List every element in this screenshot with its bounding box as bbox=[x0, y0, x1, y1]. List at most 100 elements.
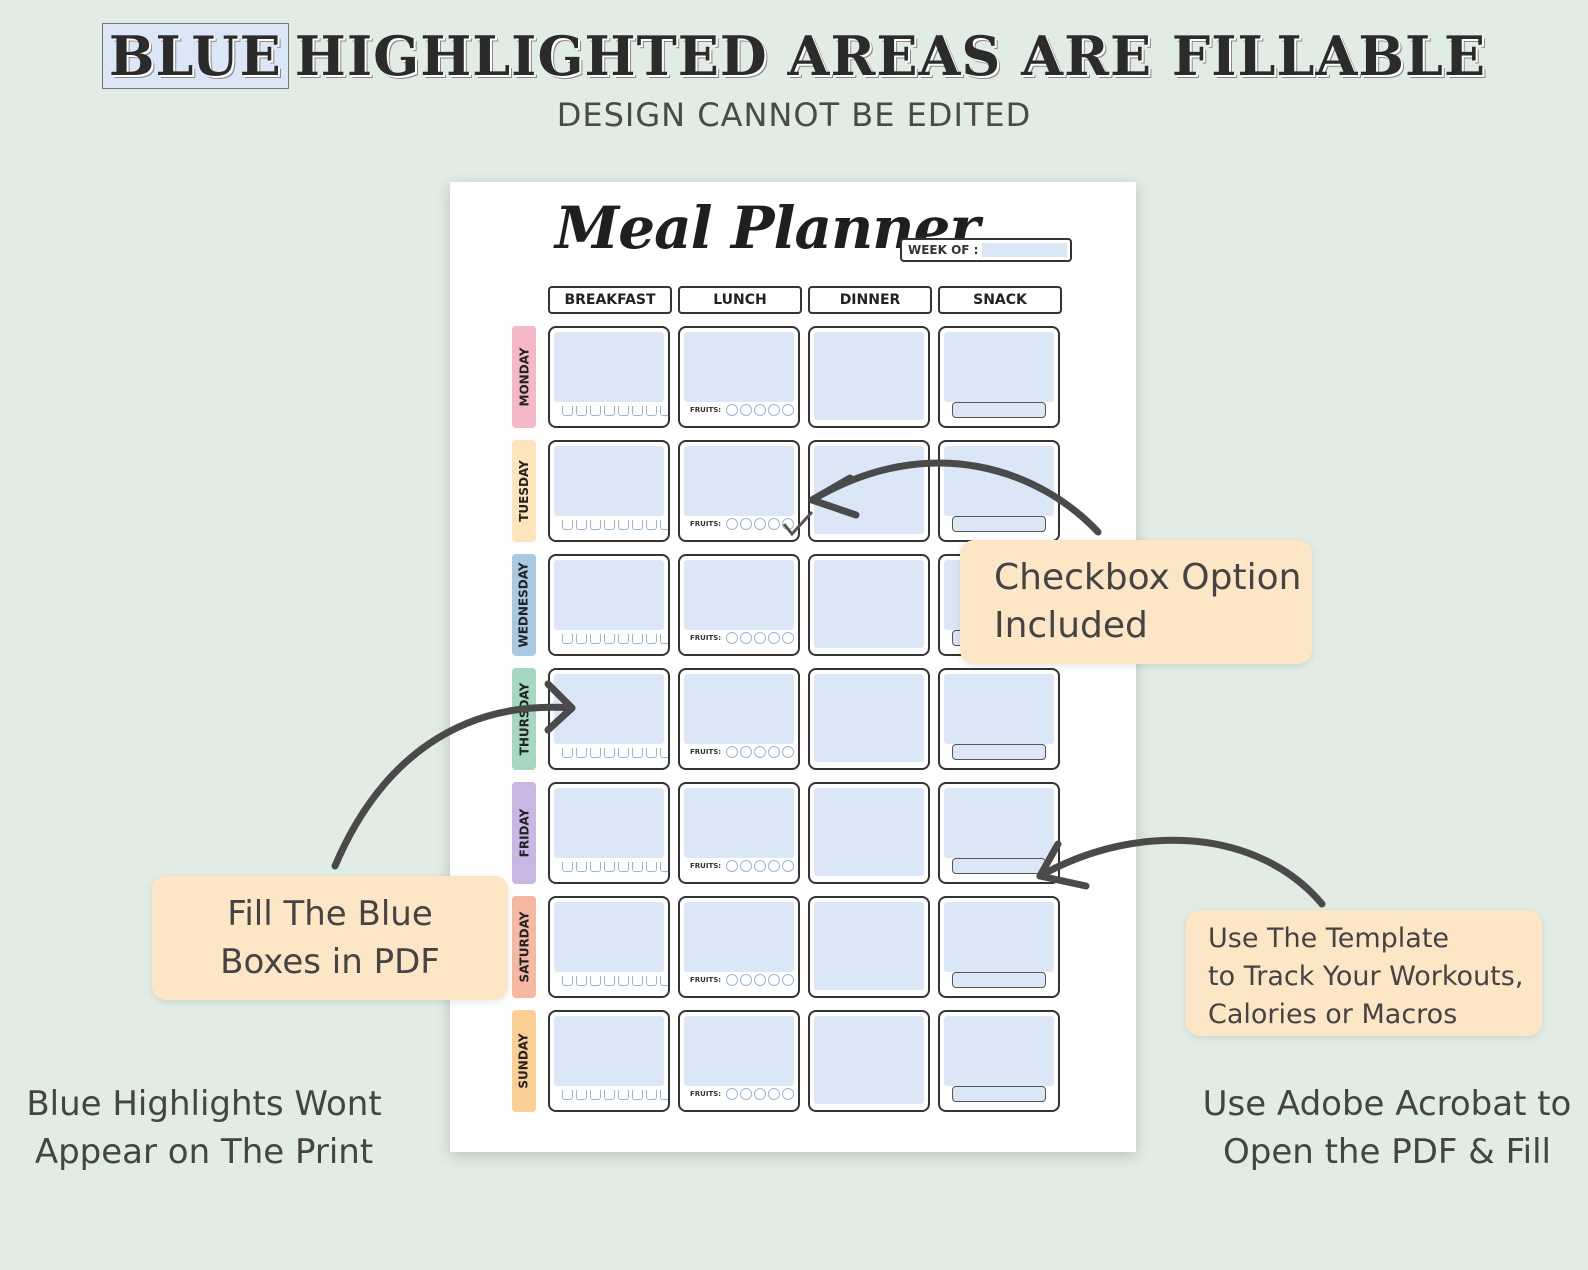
fruit-checkbox[interactable] bbox=[782, 746, 795, 758]
breakfast-fillable-area[interactable] bbox=[554, 560, 664, 630]
water-cup-icon[interactable] bbox=[646, 862, 657, 872]
dinner-fillable-area[interactable] bbox=[814, 902, 924, 990]
water-cup-icon[interactable] bbox=[562, 406, 573, 416]
dinner-fillable-area[interactable] bbox=[814, 560, 924, 648]
dinner-fillable-area[interactable] bbox=[814, 332, 924, 420]
snack-calorie-field[interactable] bbox=[952, 1086, 1046, 1102]
fruit-checkbox[interactable] bbox=[754, 404, 767, 416]
fruit-checkbox[interactable] bbox=[726, 632, 739, 644]
water-cup-icon[interactable] bbox=[632, 634, 643, 644]
snack-fillable-area[interactable] bbox=[944, 674, 1054, 744]
water-cup-icon[interactable] bbox=[618, 634, 629, 644]
water-cup-icon[interactable] bbox=[604, 1090, 615, 1100]
dinner-fillable-area[interactable] bbox=[814, 788, 924, 876]
water-cup-icon[interactable] bbox=[604, 406, 615, 416]
snack-fillable-area[interactable] bbox=[944, 788, 1054, 858]
snack-calorie-field[interactable] bbox=[952, 402, 1046, 418]
water-cup-icon[interactable] bbox=[646, 976, 657, 986]
water-cup-icon[interactable] bbox=[646, 748, 657, 758]
fruit-checkbox[interactable] bbox=[740, 974, 753, 986]
snack-calorie-field[interactable] bbox=[952, 972, 1046, 988]
fruit-checkbox[interactable] bbox=[768, 746, 781, 758]
water-cup-icon[interactable] bbox=[632, 406, 643, 416]
water-cup-icon[interactable] bbox=[618, 748, 629, 758]
water-cup-icon[interactable] bbox=[604, 520, 615, 530]
snack-calorie-field[interactable] bbox=[952, 516, 1046, 532]
breakfast-fillable-area[interactable] bbox=[554, 902, 664, 972]
water-cup-icon[interactable] bbox=[576, 406, 587, 416]
water-cup-icon[interactable] bbox=[604, 976, 615, 986]
water-cup-icon[interactable] bbox=[576, 634, 587, 644]
fruit-checkbox[interactable] bbox=[768, 974, 781, 986]
fruit-checkbox[interactable] bbox=[726, 518, 739, 530]
water-cup-icon[interactable] bbox=[660, 520, 668, 530]
water-cup-icon[interactable] bbox=[562, 976, 573, 986]
water-cup-icon[interactable] bbox=[562, 520, 573, 530]
snack-fillable-area[interactable] bbox=[944, 446, 1054, 516]
water-cup-icon[interactable] bbox=[590, 976, 601, 986]
water-cup-icon[interactable] bbox=[660, 406, 668, 416]
water-cup-icon[interactable] bbox=[618, 862, 629, 872]
water-cup-icon[interactable] bbox=[604, 748, 615, 758]
water-cup-icon[interactable] bbox=[660, 1090, 668, 1100]
fruit-checkbox[interactable] bbox=[754, 746, 767, 758]
fruit-checkbox[interactable] bbox=[754, 632, 767, 644]
fruit-checkbox[interactable] bbox=[782, 974, 795, 986]
water-cup-icon[interactable] bbox=[632, 748, 643, 758]
fruit-checkbox[interactable] bbox=[768, 632, 781, 644]
fruit-checkbox[interactable] bbox=[768, 1088, 781, 1100]
snack-fillable-area[interactable] bbox=[944, 1016, 1054, 1086]
snack-fillable-area[interactable] bbox=[944, 332, 1054, 402]
fruit-checkbox[interactable] bbox=[726, 1088, 739, 1100]
water-cup-icon[interactable] bbox=[618, 1090, 629, 1100]
water-cup-icon[interactable] bbox=[660, 862, 668, 872]
fruit-checkbox[interactable] bbox=[726, 974, 739, 986]
water-cup-icon[interactable] bbox=[562, 748, 573, 758]
breakfast-fillable-area[interactable] bbox=[554, 446, 664, 516]
lunch-fillable-area[interactable] bbox=[684, 560, 794, 630]
water-cup-icon[interactable] bbox=[632, 862, 643, 872]
fruit-checkbox[interactable] bbox=[768, 404, 781, 416]
water-cup-icon[interactable] bbox=[618, 406, 629, 416]
fruit-checkbox[interactable] bbox=[726, 746, 739, 758]
water-cup-icon[interactable] bbox=[576, 976, 587, 986]
water-cup-icon[interactable] bbox=[562, 634, 573, 644]
water-cup-icon[interactable] bbox=[590, 520, 601, 530]
fruit-checkbox[interactable] bbox=[754, 518, 767, 530]
fruit-checkbox[interactable] bbox=[768, 860, 781, 872]
lunch-fillable-area[interactable] bbox=[684, 788, 794, 858]
lunch-fillable-area[interactable] bbox=[684, 674, 794, 744]
breakfast-fillable-area[interactable] bbox=[554, 332, 664, 402]
snack-fillable-area[interactable] bbox=[944, 902, 1054, 972]
fruit-checkbox[interactable] bbox=[740, 518, 753, 530]
breakfast-fillable-area[interactable] bbox=[554, 1016, 664, 1086]
week-of-input[interactable] bbox=[982, 243, 1067, 257]
water-cup-icon[interactable] bbox=[590, 748, 601, 758]
water-cup-icon[interactable] bbox=[618, 976, 629, 986]
breakfast-fillable-area[interactable] bbox=[554, 788, 664, 858]
water-cup-icon[interactable] bbox=[576, 1090, 587, 1100]
week-of-field[interactable]: WEEK OF : bbox=[900, 238, 1072, 262]
fruit-checkbox[interactable] bbox=[782, 860, 795, 872]
fruit-checkbox[interactable] bbox=[740, 632, 753, 644]
lunch-fillable-area[interactable] bbox=[684, 446, 794, 516]
fruit-checkbox[interactable] bbox=[740, 1088, 753, 1100]
fruit-checkbox[interactable] bbox=[768, 518, 781, 530]
fruit-checkbox[interactable] bbox=[782, 404, 795, 416]
water-cup-icon[interactable] bbox=[590, 862, 601, 872]
water-cup-icon[interactable] bbox=[646, 1090, 657, 1100]
water-cup-icon[interactable] bbox=[646, 520, 657, 530]
water-cup-icon[interactable] bbox=[562, 862, 573, 872]
lunch-fillable-area[interactable] bbox=[684, 332, 794, 402]
water-cup-icon[interactable] bbox=[576, 520, 587, 530]
water-cup-icon[interactable] bbox=[660, 976, 668, 986]
water-cup-icon[interactable] bbox=[604, 862, 615, 872]
water-cup-icon[interactable] bbox=[632, 520, 643, 530]
dinner-fillable-area[interactable] bbox=[814, 1016, 924, 1104]
water-cup-icon[interactable] bbox=[576, 862, 587, 872]
water-cup-icon[interactable] bbox=[590, 1090, 601, 1100]
fruit-checkbox[interactable] bbox=[726, 404, 739, 416]
fruit-checkbox[interactable] bbox=[726, 860, 739, 872]
dinner-fillable-area[interactable] bbox=[814, 674, 924, 762]
water-cup-icon[interactable] bbox=[660, 748, 668, 758]
